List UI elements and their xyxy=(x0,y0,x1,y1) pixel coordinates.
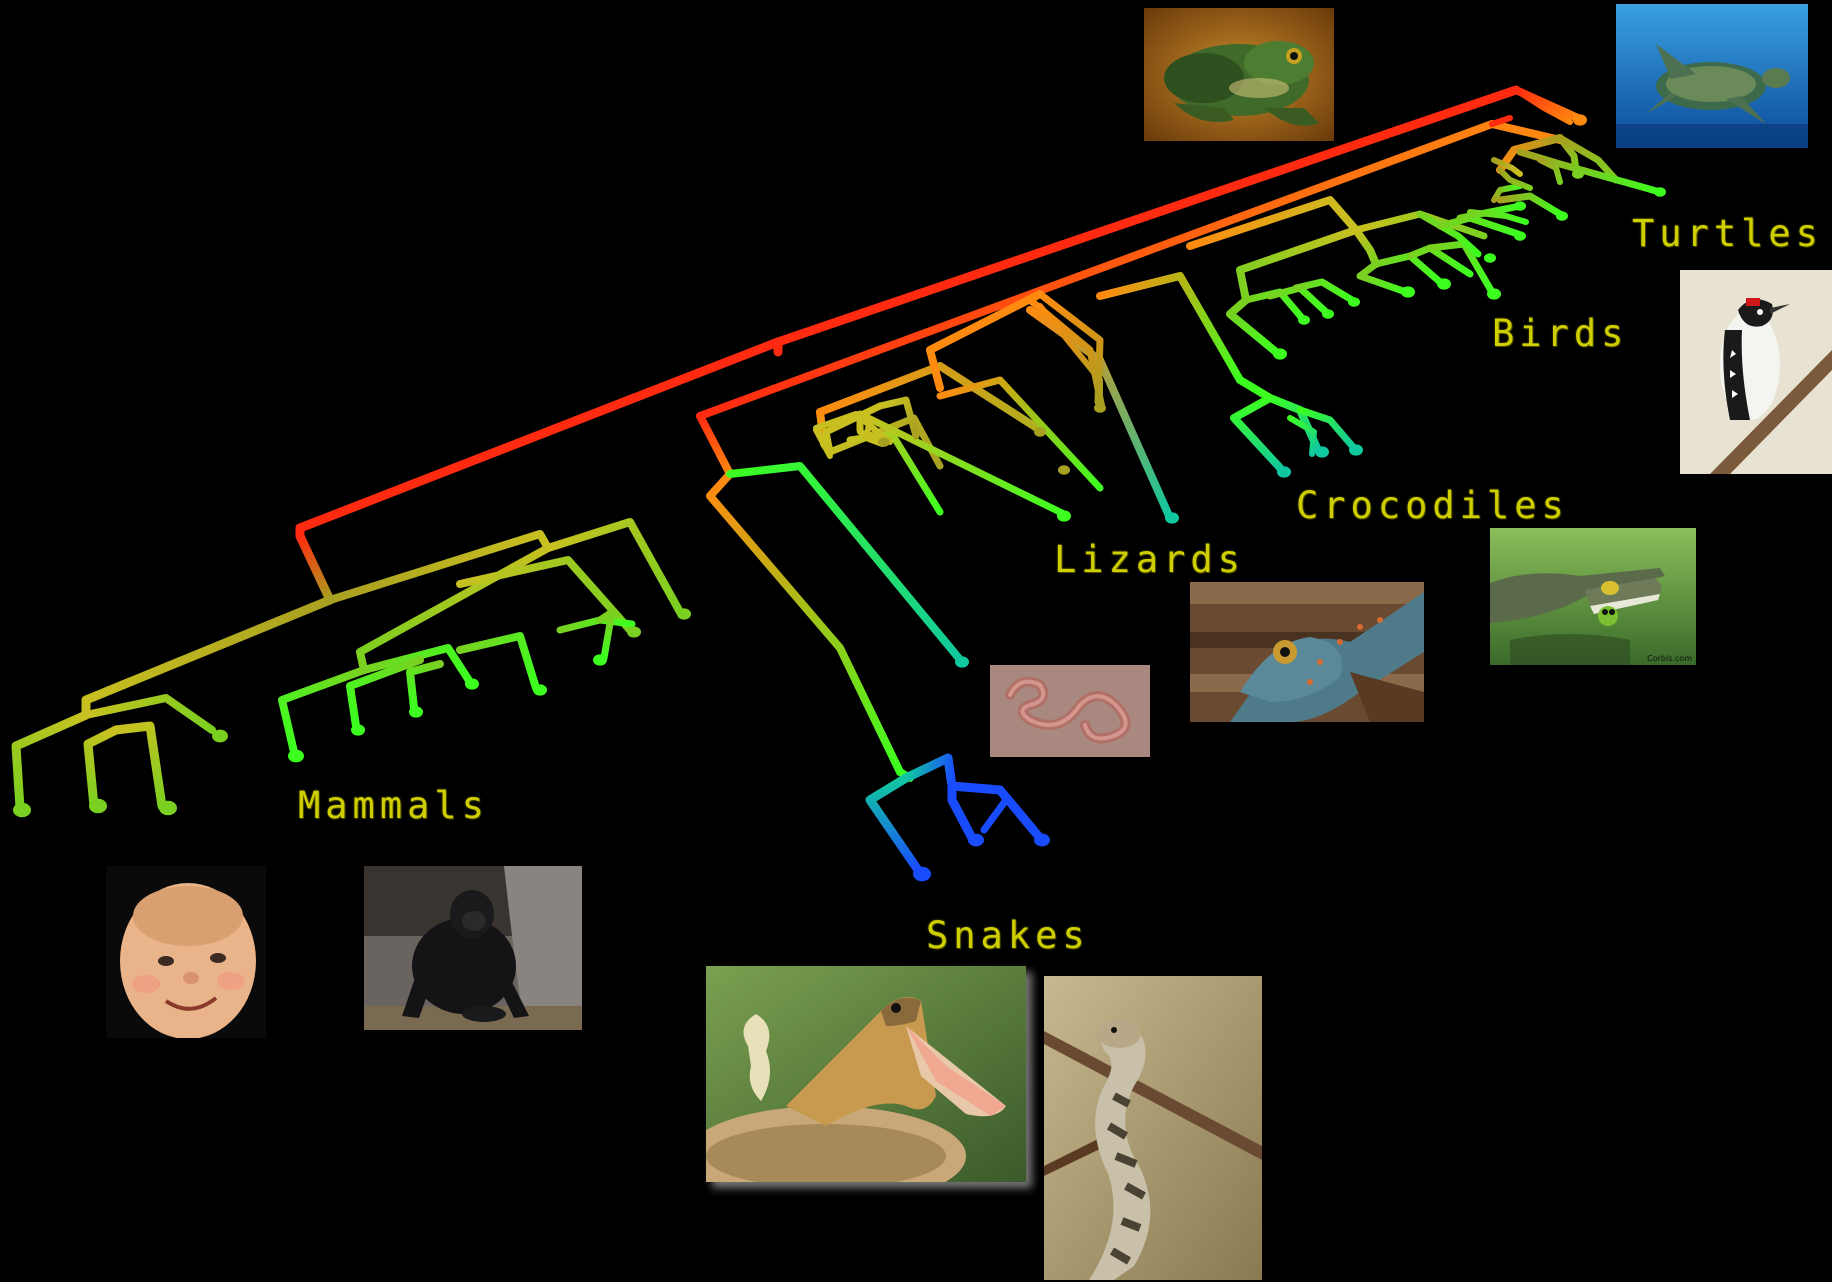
bird-tip xyxy=(1401,286,1415,297)
turtle-tip xyxy=(1573,114,1587,125)
turtle-stem xyxy=(1516,90,1570,122)
tree-branch xyxy=(1492,118,1510,124)
frog-photo xyxy=(1144,8,1334,141)
crocodile-photo: Corbis.com xyxy=(1490,528,1696,665)
bird-tip xyxy=(1437,278,1451,289)
worm-snake-photo xyxy=(990,665,1150,757)
tree-branch xyxy=(1360,264,1406,292)
lizard-tip xyxy=(1094,403,1106,413)
croc-tip xyxy=(1349,444,1363,455)
tree-branch xyxy=(1376,256,1440,282)
label-turtles: Turtles xyxy=(1632,212,1823,255)
tree-branch xyxy=(1234,398,1282,470)
snake-on-branch-photo xyxy=(1044,976,1262,1280)
mammal-tip xyxy=(288,750,304,763)
mammal-tip xyxy=(533,684,547,695)
mammal-tip xyxy=(159,801,177,815)
gorilla-photo xyxy=(364,866,582,1030)
mammal-stem xyxy=(300,536,330,600)
lizard-tip xyxy=(1165,512,1179,523)
tree-branch xyxy=(870,778,918,870)
mammal-tip xyxy=(409,706,423,717)
rattlesnake-photo xyxy=(706,966,1026,1182)
tree-branch xyxy=(1240,380,1270,398)
snake-tip xyxy=(913,867,931,881)
snake-stem xyxy=(710,474,900,772)
turtle-tip xyxy=(1572,169,1584,179)
tree-branch xyxy=(1356,230,1376,264)
tree-branch xyxy=(16,715,86,808)
worm-snake-tip xyxy=(955,656,969,667)
bird-tip xyxy=(1514,201,1526,211)
sea-turtle-photo xyxy=(1616,4,1808,148)
tree-branch xyxy=(600,612,612,658)
mammal-tip xyxy=(465,678,479,689)
bird-tip xyxy=(1556,211,1568,221)
turtle-tip xyxy=(1654,187,1666,197)
bird-tip xyxy=(1273,348,1287,359)
snake-tip xyxy=(1034,834,1050,847)
squamate-stem xyxy=(700,416,730,474)
tree-branch xyxy=(548,522,680,612)
tree-branch xyxy=(940,380,1100,488)
tree-branch xyxy=(410,664,440,708)
archosaur-branch xyxy=(1100,276,1240,380)
label-snakes: Snakes xyxy=(926,914,1090,957)
tree-branch xyxy=(88,730,116,806)
tree-branches xyxy=(16,90,1660,870)
mammal-tip xyxy=(627,626,641,637)
lizard-tip xyxy=(878,437,890,447)
mammal-tip xyxy=(89,799,107,813)
snake-tip xyxy=(968,834,984,847)
mammal-tip xyxy=(677,608,691,619)
bird-tip xyxy=(1514,231,1526,241)
label-crocodiles: Crocodiles xyxy=(1296,484,1569,527)
lizard-tip xyxy=(1034,427,1046,437)
label-birds: Birds xyxy=(1492,312,1628,355)
tree-branch xyxy=(560,620,632,630)
bird-tip xyxy=(1348,297,1360,307)
lizard-tip xyxy=(1058,465,1070,475)
croc-tip xyxy=(1315,446,1329,457)
baby-photo xyxy=(106,866,266,1038)
label-lizards: Lizards xyxy=(1054,538,1245,581)
croc-tip xyxy=(1277,466,1291,477)
lizard-tip xyxy=(1057,510,1071,521)
bird-tip xyxy=(1484,253,1496,263)
label-mammals: Mammals xyxy=(298,784,489,827)
tree-branch xyxy=(116,726,162,806)
mammal-tip xyxy=(13,803,31,817)
tree-branch xyxy=(984,790,1006,830)
woodpecker-photo xyxy=(1680,270,1832,474)
bird-tip xyxy=(1298,315,1310,325)
mammal-tip xyxy=(593,654,607,665)
gecko-photo xyxy=(1190,582,1424,722)
bird-tip xyxy=(1487,288,1501,299)
tree-branch xyxy=(906,758,952,786)
mammal-tip xyxy=(212,730,228,743)
tree-branch xyxy=(1230,300,1276,352)
mammal-tip xyxy=(351,724,365,735)
bird-tip xyxy=(1322,309,1334,319)
tree-branch xyxy=(952,786,972,838)
corbis-watermark: Corbis.com xyxy=(1647,654,1692,663)
